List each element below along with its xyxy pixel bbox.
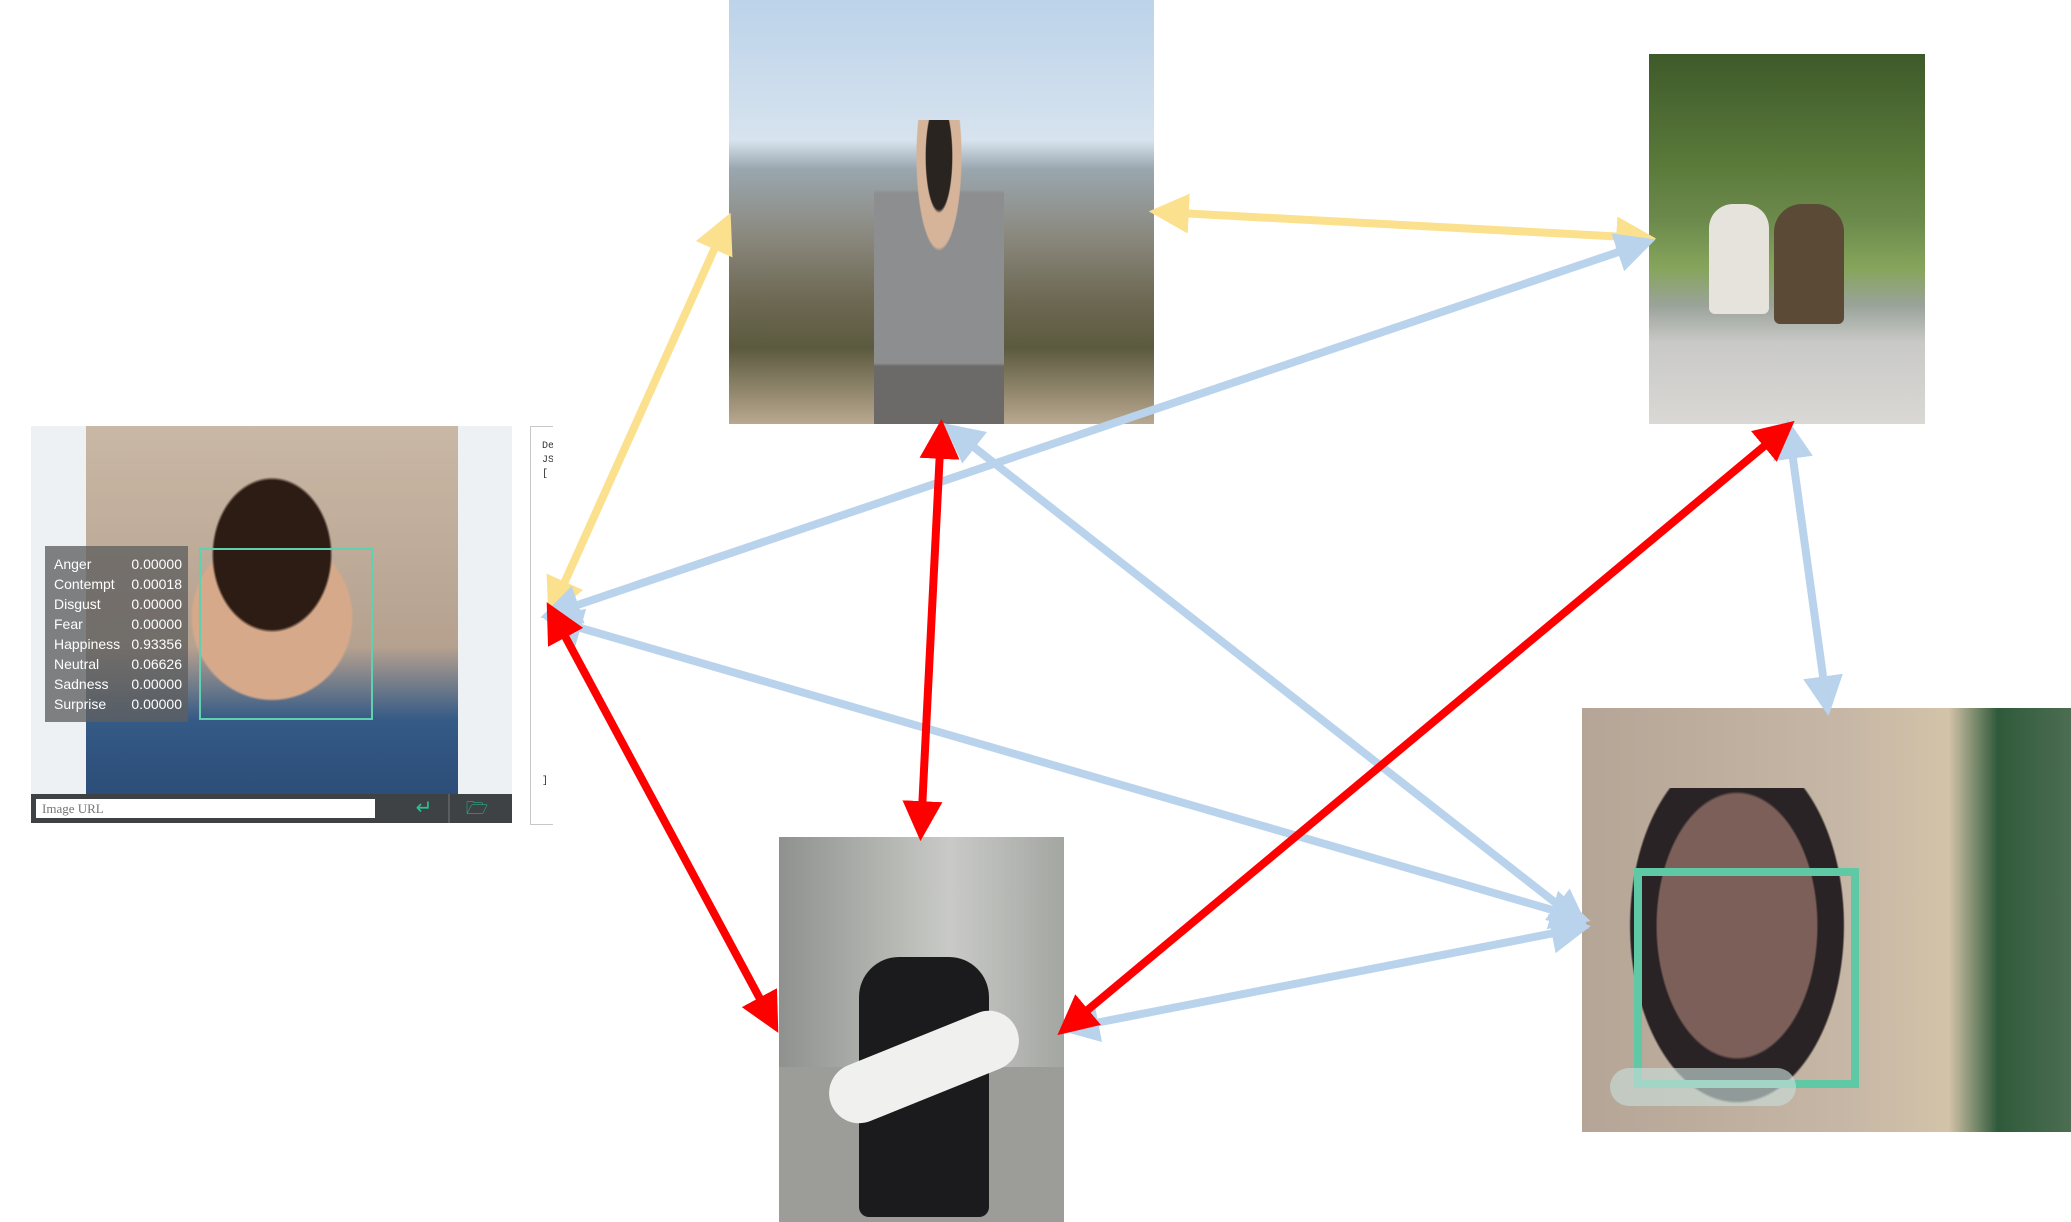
image-url-input[interactable] — [36, 799, 375, 818]
arrow-demo-webcam — [542, 608, 1591, 930]
emotion-row: Surprise 0.00000 — [54, 694, 182, 714]
emotion-label: Anger — [54, 556, 92, 572]
emotion-value: 0.00000 — [131, 616, 182, 632]
arrow-guitar-webcam — [1059, 913, 1591, 1043]
arrow-demo-city — [546, 212, 733, 619]
arrow-demo-park — [540, 233, 1656, 624]
emotion-row: Fear 0.00000 — [54, 614, 182, 634]
emotion-value: 0.06626 — [131, 656, 182, 672]
divider — [448, 794, 450, 823]
emotion-label: Happiness — [54, 636, 121, 652]
arrow-park-webcam — [1773, 418, 1843, 717]
emotion-label: Neutral — [54, 656, 100, 672]
face-tag — [1610, 1068, 1796, 1106]
emotion-label: Contempt — [54, 576, 115, 592]
emotion-row: Happiness 0.93356 — [54, 634, 182, 654]
emotion-label: Surprise — [54, 696, 107, 712]
statue-figure — [1774, 204, 1844, 324]
emotion-label: Fear — [54, 616, 83, 632]
arrow-city-park — [1148, 193, 1657, 257]
emotion-row: Contempt 0.00018 — [54, 574, 182, 594]
emotion-label: Disgust — [54, 596, 101, 612]
emotion-row: Disgust 0.00000 — [54, 594, 182, 614]
emotion-row: Sadness 0.00000 — [54, 674, 182, 694]
emotion-label: Sadness — [54, 676, 109, 692]
person-figure — [1709, 204, 1769, 314]
emotion-value: 0.00000 — [131, 696, 182, 712]
face-detection-box — [199, 548, 373, 720]
photo-park-statue — [1649, 54, 1925, 424]
arrow-park-guitar — [1057, 420, 1795, 1036]
emotion-value: 0.00000 — [131, 596, 182, 612]
emotion-value: 0.00000 — [131, 556, 182, 572]
emotion-value: 0.00000 — [131, 676, 182, 692]
arrow-demo-guitar — [546, 602, 779, 1033]
folder-icon[interactable]: 🗁 — [465, 798, 489, 818]
emotion-row: Anger 0.00000 — [54, 554, 182, 574]
enter-icon[interactable]: ↵ — [415, 797, 433, 819]
emotion-value: 0.00018 — [131, 576, 182, 592]
emotion-value: 0.93356 — [131, 636, 182, 652]
arrow-city-guitar — [902, 418, 960, 842]
url-bar: ↵ 🗁 — [31, 794, 512, 823]
emotion-row: Neutral 0.06626 — [54, 654, 182, 674]
